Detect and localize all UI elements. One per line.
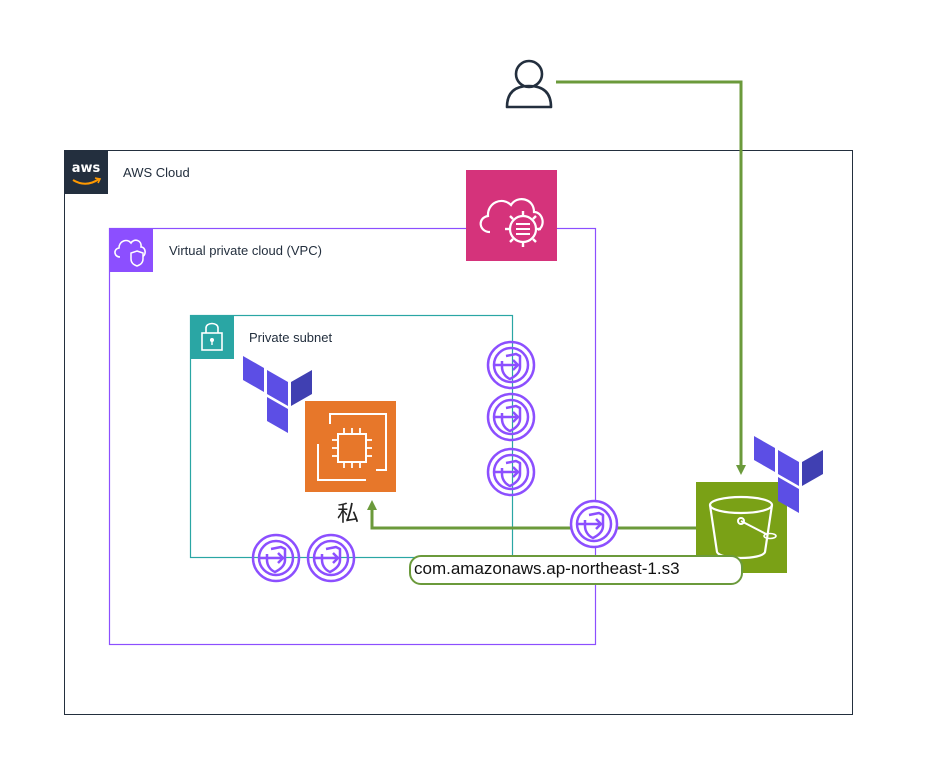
private-subnet-label: Private subnet [249, 330, 333, 345]
lock-icon [190, 315, 234, 359]
terraform-icon [754, 436, 823, 513]
vpc-endpoint-icon [569, 499, 619, 549]
aws-logo-icon: aws [64, 150, 108, 194]
user-to-s3-arrow [556, 80, 746, 475]
ec2-chip-icon [305, 401, 396, 492]
vpc-label: Virtual private cloud (VPC) [169, 243, 322, 258]
vpc-endpoint-icon [486, 340, 536, 390]
terraform-icon [243, 356, 312, 433]
vpc-endpoint-icon [486, 447, 536, 497]
vpc-endpoint-icon [486, 392, 536, 442]
vpc-icon [109, 228, 153, 272]
user-icon [505, 59, 553, 109]
svg-text:aws: aws [72, 161, 101, 176]
endpoint-label-text: com.amazonaws.ap-northeast-1.s3 [414, 559, 680, 578]
vpc-endpoint-icon [251, 533, 301, 583]
aws-cloud-label: AWS Cloud [123, 165, 190, 180]
vpc-group [108, 227, 597, 646]
cloud-gear-icon [466, 170, 557, 261]
endpoint-label-box [409, 555, 743, 585]
s3-to-ec2-arrow [367, 500, 696, 530]
vpc-endpoint-icon [306, 533, 356, 583]
aws-cloud-group [64, 150, 853, 715]
ec2-caption: 私 [337, 501, 360, 526]
private-subnet-group [189, 314, 514, 559]
